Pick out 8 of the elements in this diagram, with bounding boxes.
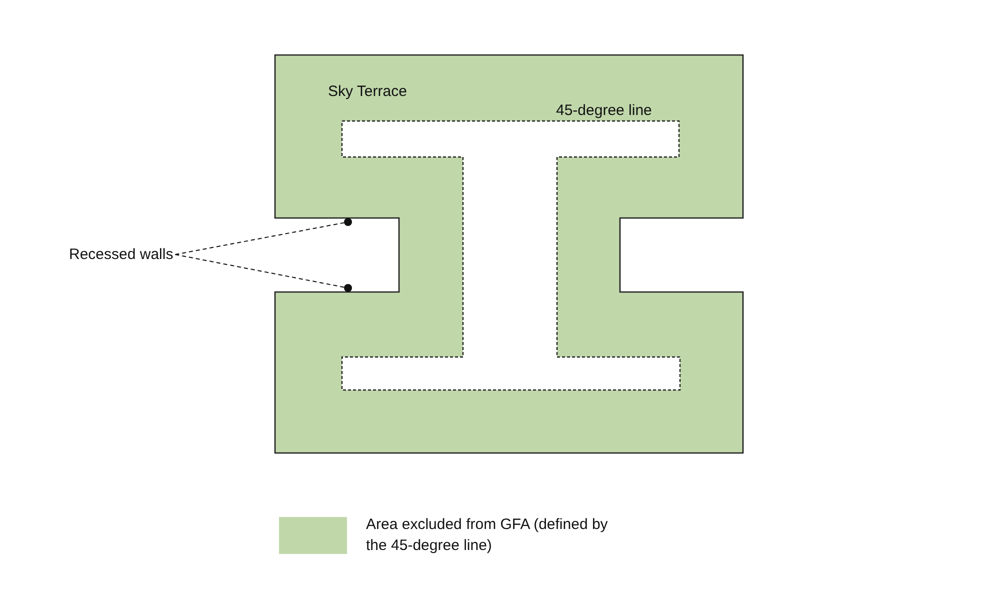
point-marker xyxy=(344,284,352,292)
point-marker xyxy=(344,218,352,226)
leader-line xyxy=(174,222,345,255)
leader-line xyxy=(174,254,345,288)
callout-label: Recessed walls xyxy=(69,244,174,265)
legend-text: Area excluded from GFA (defined by the 45-degree line) xyxy=(366,515,609,556)
room-label: Sky Terrace xyxy=(328,82,407,102)
line-label: 45-degree line xyxy=(556,101,652,121)
